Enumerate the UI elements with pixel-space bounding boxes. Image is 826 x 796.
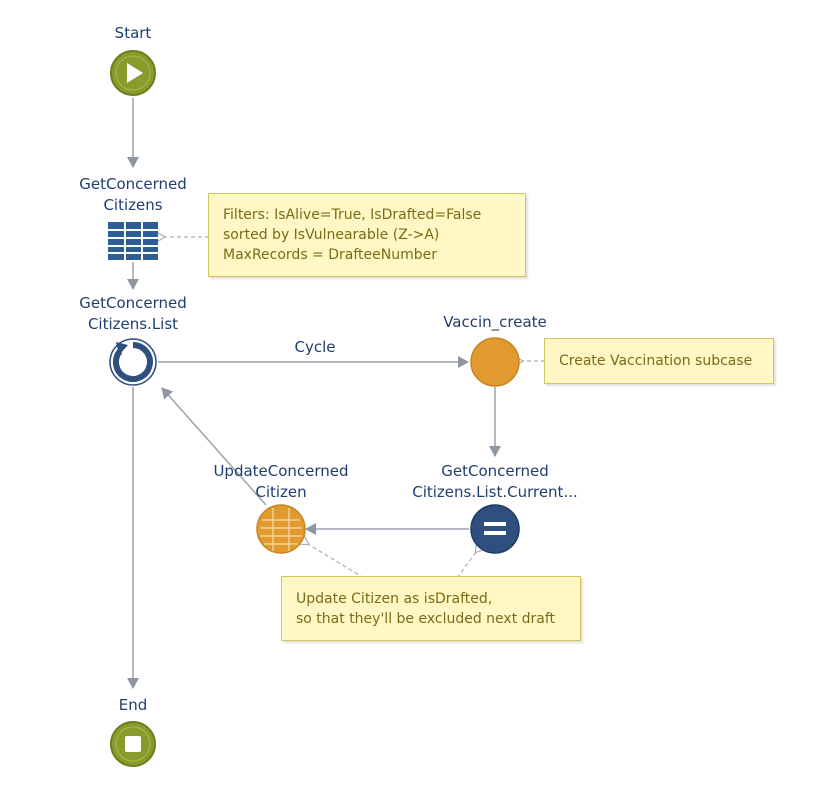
vaccin-create-label: Vaccin_create — [443, 313, 547, 331]
update-note-line-1: Update Citizen as isDrafted, — [296, 591, 493, 607]
vaccination-note[interactable]: Create Vaccination subcase — [544, 338, 774, 384]
assign-current-node[interactable] — [470, 504, 520, 554]
vaccination-note-text: Create Vaccination subcase — [559, 353, 753, 369]
get-citizens-label: GetConcerned Citizens — [58, 174, 208, 216]
loop-arrow-icon — [113, 342, 153, 382]
start-node[interactable] — [110, 50, 156, 96]
equals-icon — [484, 522, 506, 535]
end-node[interactable] — [110, 721, 156, 767]
stop-icon — [125, 736, 141, 752]
update-citizen-label-line-1: UpdateConcerned — [213, 462, 349, 480]
play-icon — [127, 63, 143, 83]
filters-note-line-1: Filters: IsAlive=True, IsDrafted=False — [223, 207, 482, 223]
start-label: Start — [114, 24, 152, 42]
loop-label-line-1: GetConcerned — [79, 294, 187, 312]
aggregate-table-icon[interactable] — [108, 222, 158, 260]
entity-grid-icon — [260, 508, 302, 551]
update-entity-node[interactable] — [256, 504, 306, 554]
current-label: GetConcerned Citizens.List.Current... — [400, 461, 590, 503]
cycle-label: Cycle — [294, 338, 336, 356]
current-label-line-2: Citizens.List.Current... — [412, 483, 578, 501]
update-citizen-label-line-2: Citizen — [255, 483, 307, 501]
note-connector-update-left — [308, 544, 365, 579]
update-note[interactable]: Update Citizen as isDrafted, so that the… — [281, 576, 581, 641]
end-label: End — [118, 696, 148, 714]
loop-node[interactable] — [109, 338, 157, 386]
current-label-line-1: GetConcerned — [441, 462, 549, 480]
loop-label: GetConcerned Citizens.List — [58, 293, 208, 335]
filters-note-line-3: MaxRecords = DrafteeNumber — [223, 247, 437, 263]
get-citizens-label-line-2: Citizens — [103, 196, 163, 214]
vaccin-create-node[interactable] — [470, 337, 520, 387]
update-note-line-2: so that they'll be excluded next draft — [296, 611, 556, 627]
loop-label-line-2: Citizens.List — [87, 315, 179, 333]
filters-note-line-2: sorted by IsVulnearable (Z->A) — [223, 227, 440, 243]
update-citizen-label: UpdateConcerned Citizen — [196, 461, 366, 503]
filters-note[interactable]: Filters: IsAlive=True, IsDrafted=False s… — [208, 193, 526, 277]
get-citizens-label-line-1: GetConcerned — [79, 175, 187, 193]
note-connector-update-right — [456, 552, 476, 579]
connector-update-to-loop — [161, 387, 267, 506]
